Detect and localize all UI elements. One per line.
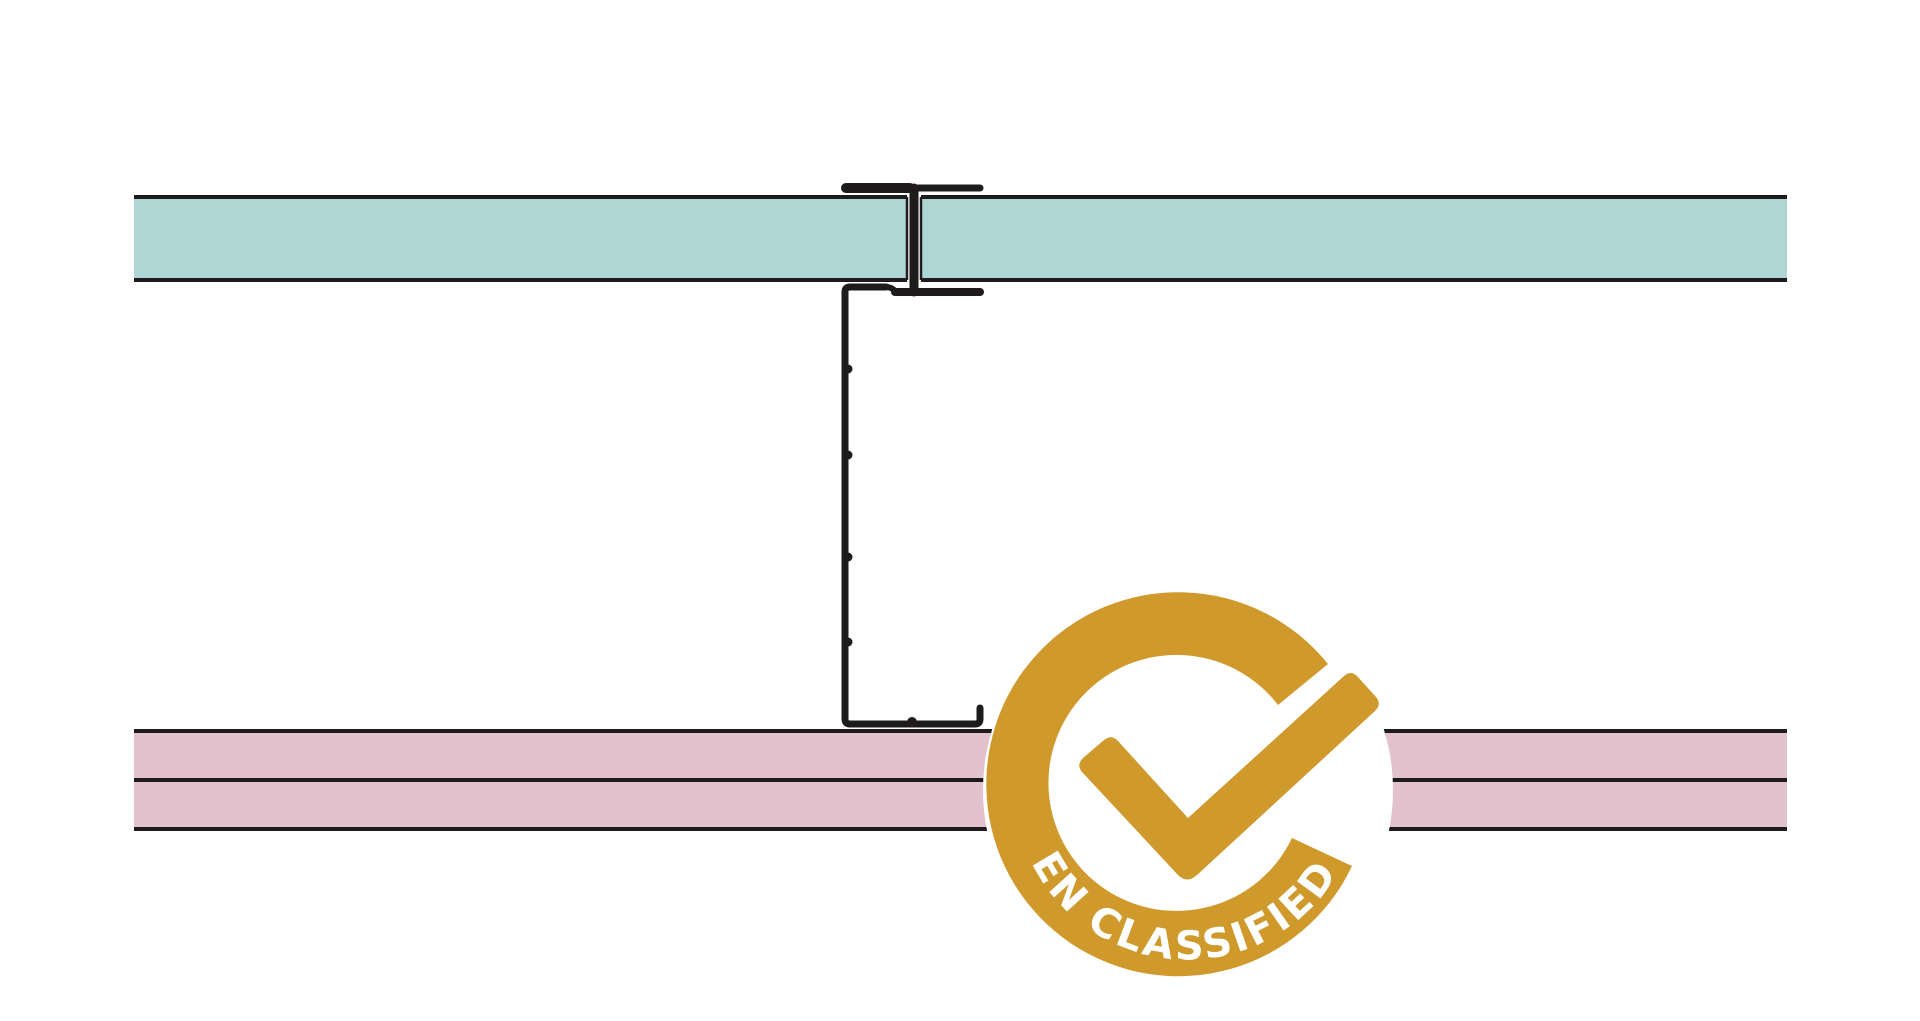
top-board-left [134,197,907,280]
c-stud-top-step [883,284,899,295]
c-stud-rib [843,450,853,460]
bottom-board-layer [134,729,1787,831]
bottom-board-outer-left [134,731,994,780]
bottom-board-outer-right [1378,731,1787,780]
c-stud [841,283,984,728]
c-stud-bottom-bump [907,717,917,727]
en-classified-badge: EN CLASSIFIED [986,592,1379,977]
c-stud-outline [841,283,984,728]
c-stud-rib [843,364,853,374]
checkmark-icon [1079,673,1379,880]
c-stud-rib [843,637,853,647]
bottom-board-inner-right [1378,780,1787,829]
h-profile [841,183,984,297]
bottom-board-inner-left [134,780,994,829]
badge-ring [986,592,1352,977]
top-board-layer [134,195,1787,282]
c-stud-rib [843,552,853,562]
top-board-right [921,197,1787,280]
